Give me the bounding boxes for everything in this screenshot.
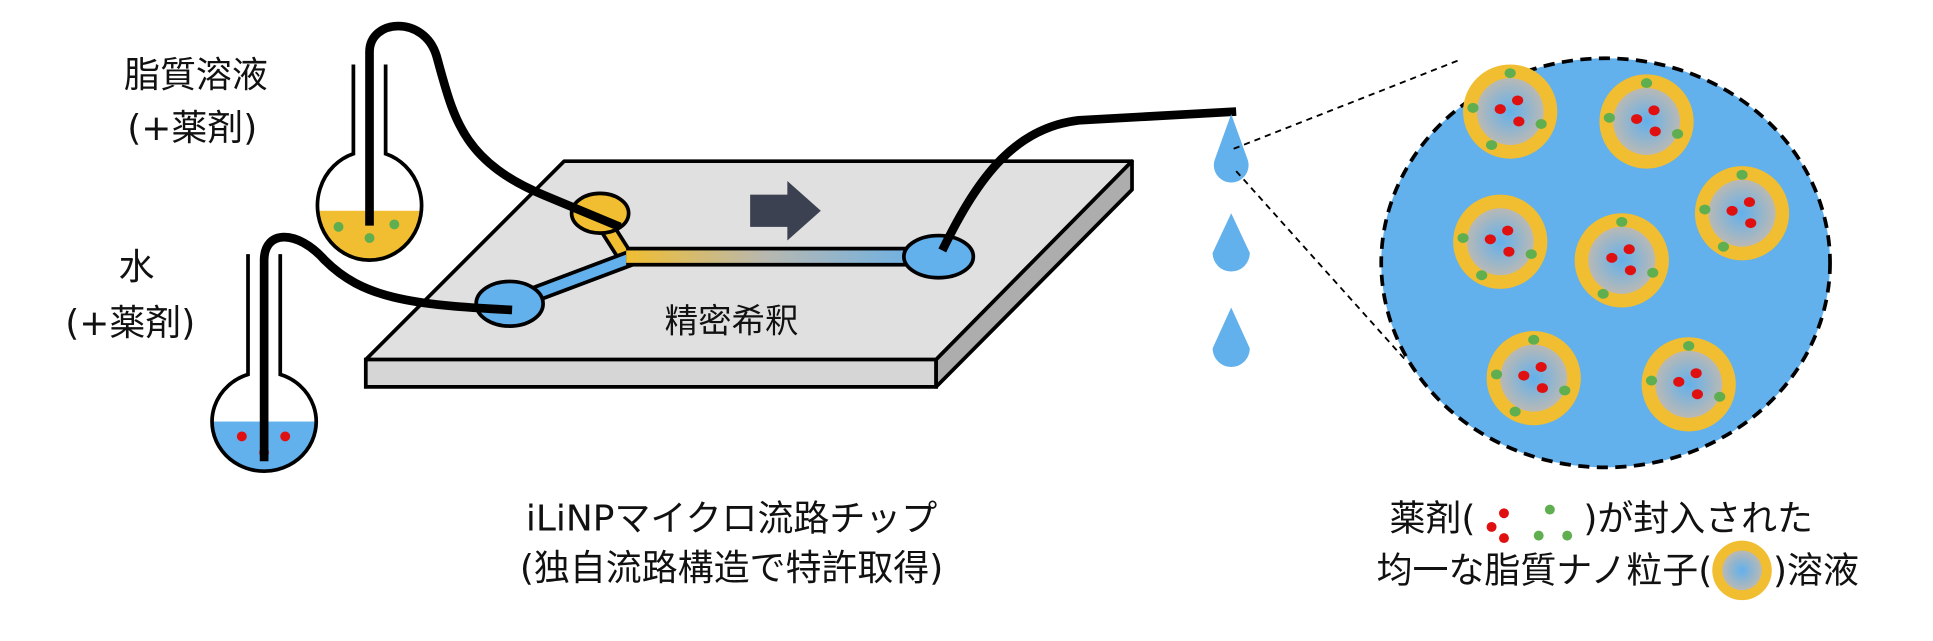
drug-green-dot [1717, 241, 1730, 252]
drug-red-dot [1484, 234, 1496, 245]
drug-green-dot [1699, 204, 1711, 215]
drug-green-dot [1485, 140, 1498, 151]
nanoparticle [1599, 74, 1694, 169]
flow-arrow-icon [750, 181, 821, 241]
lipid-tube [365, 21, 622, 231]
water-tube [259, 232, 513, 462]
drug-red-dot [1745, 218, 1757, 229]
drug-green-dot [1476, 270, 1488, 281]
zoom-line [1235, 170, 1408, 363]
drug-green-dot [1714, 391, 1726, 402]
lipid-drug-label: (+薬剤) [127, 108, 257, 149]
drug-red-dot [1691, 389, 1703, 400]
drug-green-dot [1597, 288, 1609, 299]
droplets [1212, 114, 1250, 367]
outlet [902, 233, 976, 280]
lipid-solution-label: 脂質溶液 [124, 55, 268, 96]
drug-green-dot [1559, 385, 1571, 396]
drug-red-dot [1690, 368, 1702, 379]
legend-line1-suffix: )が封入された [1583, 499, 1813, 540]
drug-green-dot [1671, 128, 1684, 139]
drug-red-dot [1536, 383, 1548, 394]
nanoparticle [1574, 213, 1669, 308]
microfluidic-chip: 精密希釈 [363, 159, 1134, 389]
nanoparticles [1453, 64, 1790, 432]
drug-green-dot [1490, 369, 1503, 380]
drug-red-dot [1743, 197, 1756, 208]
legend-line2-prefix: 均一な脂質ナノ粒子( [1377, 551, 1713, 592]
dilution-label: 精密希釈 [665, 301, 799, 340]
droplet-icon [1213, 114, 1249, 183]
legend-line1-prefix: 薬剤( [1390, 499, 1476, 540]
drug-red-dot [1623, 244, 1635, 255]
drug-red-dot [1726, 205, 1738, 216]
nanoparticle [1641, 337, 1736, 432]
drug-red-dot [1535, 362, 1547, 372]
water-inlet [474, 279, 545, 328]
drug-red-dot [1624, 265, 1637, 276]
droplet-icon [1212, 307, 1250, 367]
zoom-line [1233, 58, 1461, 150]
drug-green-dot [1467, 102, 1479, 113]
drug-green-dot [1603, 112, 1615, 123]
drug-red-dot [1513, 116, 1525, 127]
nanoparticle [1694, 166, 1790, 261]
nanoparticle-icon [1712, 540, 1772, 601]
droplet-icon [1212, 213, 1250, 272]
water-drug-label: (+薬剤) [65, 303, 195, 344]
drug-green-dot [1736, 169, 1748, 180]
nanoparticle [1453, 194, 1548, 289]
chip-name: iLiNPマイクロ流路チップ [526, 499, 937, 540]
legend: 薬剤( )が封入された 均一な脂質ナノ粒子( )溶液 [1377, 499, 1859, 601]
legend-line2-suffix: )溶液 [1773, 551, 1859, 592]
drug-red-dot [1512, 95, 1524, 106]
drug-green-dot [1683, 340, 1695, 351]
drug-red-dot [1502, 225, 1514, 236]
drug-green-dot [1457, 233, 1469, 244]
drug-red-dot [1494, 104, 1506, 115]
drug-green-dot [1647, 267, 1659, 278]
drug-green-dot [1509, 406, 1521, 417]
drug-dots-icon [1486, 504, 1573, 544]
outlet-tube [938, 107, 1237, 253]
nanoparticle [1463, 64, 1558, 159]
drug-green-dot [1528, 334, 1540, 345]
chip-note: (独自流路構造で特許取得) [520, 548, 943, 589]
drug-red-dot [1518, 370, 1530, 381]
drug-red-dot [1503, 246, 1515, 257]
drug-green-dot [1616, 216, 1628, 227]
drug-green-dot [1504, 68, 1516, 79]
drug-green-dot [1535, 119, 1547, 129]
drug-red-dot [1648, 105, 1660, 116]
drug-green-dot [1640, 78, 1653, 89]
drug-green-dot [1645, 375, 1658, 386]
drug-red-dot [1606, 252, 1618, 263]
drug-green-dot [1525, 249, 1537, 260]
drug-red-dot [1631, 114, 1643, 124]
drug-red-dot [1649, 126, 1661, 137]
water-label: 水 [118, 247, 154, 288]
drug-red-dot [1673, 376, 1685, 387]
nanoparticle [1486, 331, 1581, 426]
